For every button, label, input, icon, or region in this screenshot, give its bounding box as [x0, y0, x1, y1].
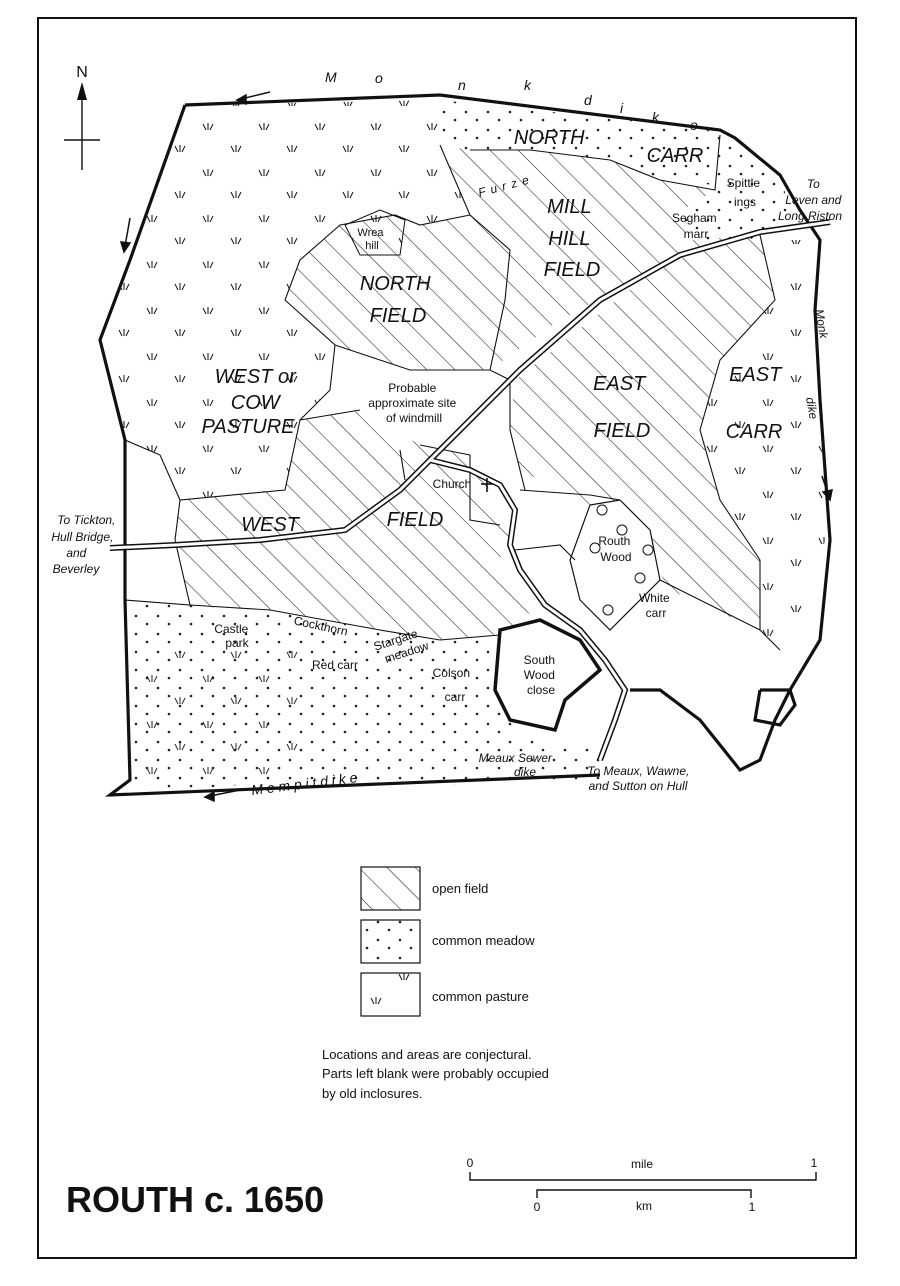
legend-label-common-meadow: common meadow: [432, 933, 535, 948]
west-pasture-label: WEST or COW PASTURE: [202, 366, 302, 438]
west-field-label-field: FIELD: [387, 509, 444, 531]
spittle-ings-label: Spittle ings: [727, 176, 764, 209]
south-wood-close-label: South Wood close: [524, 653, 559, 697]
legend-swatch-common-meadow: [360, 919, 421, 964]
windmill-label: Probable approximate site of windmill: [368, 381, 459, 425]
church-cross-icon: [481, 478, 493, 492]
east-field-label: EAST FIELD: [593, 373, 651, 442]
legend-swatch-common-pasture: [360, 972, 421, 1017]
wood-trees: [589, 504, 654, 616]
meaux-sewer-label: Meaux Sewer dike: [479, 751, 556, 779]
wrea-hill-label: Wrea hill: [357, 227, 386, 252]
scale-km-label: km: [636, 1199, 652, 1213]
east-carr-area: [700, 240, 825, 650]
flow-arrows: [119, 91, 833, 803]
scale-km-end: 1: [749, 1200, 756, 1214]
routh-wood-area: [569, 499, 661, 631]
north-field-label: NORTH FIELD: [360, 273, 436, 327]
legend-label-common-pasture: common pasture: [432, 989, 529, 1004]
legend: open field common meadow common pasture: [360, 866, 535, 1017]
white-carr-label: White carr: [639, 591, 673, 620]
colson-carr-label: Colson carr: [433, 666, 474, 704]
castle-park-label: Castle park: [214, 622, 251, 650]
mill-hill-field-area: [440, 145, 760, 370]
mill-hill-field-label: MILL HILL FIELD: [544, 196, 601, 281]
north-carr-label: NORTH CARR: [514, 127, 703, 167]
parish-boundary: [98, 93, 832, 797]
svg-text:d: d: [584, 92, 593, 108]
map-frame: [37, 17, 857, 1259]
north-field-area: [285, 215, 510, 370]
church-label: Church: [433, 477, 472, 491]
legend-note: Locations and areas are conjectural. Par…: [322, 1047, 553, 1101]
internal-boundaries: [124, 134, 781, 651]
monk-dike-top-label: M o n k d i k e: [325, 69, 698, 133]
monk-dike-right-label-1: Monk: [812, 308, 831, 340]
monk-dike-right-label-2: dike: [803, 396, 821, 420]
routh-wood-label: Routh Wood: [598, 534, 633, 564]
svg-text:o: o: [375, 70, 383, 86]
north-label: N: [76, 64, 88, 81]
scale-bar: [469, 1172, 817, 1198]
legend-swatch-open-field: [360, 866, 421, 911]
scale-mile-end: 1: [811, 1156, 818, 1170]
east-field-area: [510, 235, 775, 630]
svg-text:M: M: [325, 69, 337, 85]
east-carr-label: EAST CARR: [726, 364, 787, 443]
roads-inner: [109, 220, 831, 761]
west-field-label-west: WEST: [241, 514, 301, 536]
svg-text:k: k: [652, 109, 660, 125]
svg-text:i: i: [620, 100, 624, 116]
segham-marr-label: Segham marr: [672, 211, 720, 241]
svg-text:k: k: [524, 77, 532, 93]
to-tickton-label: To Tickton, Hull Bridge, and Beverley: [51, 513, 118, 576]
south-pasture-tufts: [130, 640, 300, 780]
scale-km-start: 0: [534, 1200, 541, 1214]
south-wood-close-area: [493, 618, 603, 733]
legend-label-open-field: open field: [432, 881, 488, 896]
scale-mile-start: 0: [467, 1156, 474, 1170]
scale-mile-label: mile: [631, 1157, 653, 1171]
north-carr-area: [440, 100, 720, 185]
to-meaux-label: To Meaux, Wawne, and Sutton on Hull: [587, 764, 692, 793]
svg-text:e: e: [690, 117, 698, 133]
north-arrow: N: [64, 64, 100, 170]
to-leven-label: To Leven and Long Riston: [778, 177, 845, 223]
svg-text:n: n: [458, 77, 466, 93]
red-carr-label: Red carr: [312, 658, 358, 672]
map-title: ROUTH c. 1650: [66, 1179, 324, 1220]
